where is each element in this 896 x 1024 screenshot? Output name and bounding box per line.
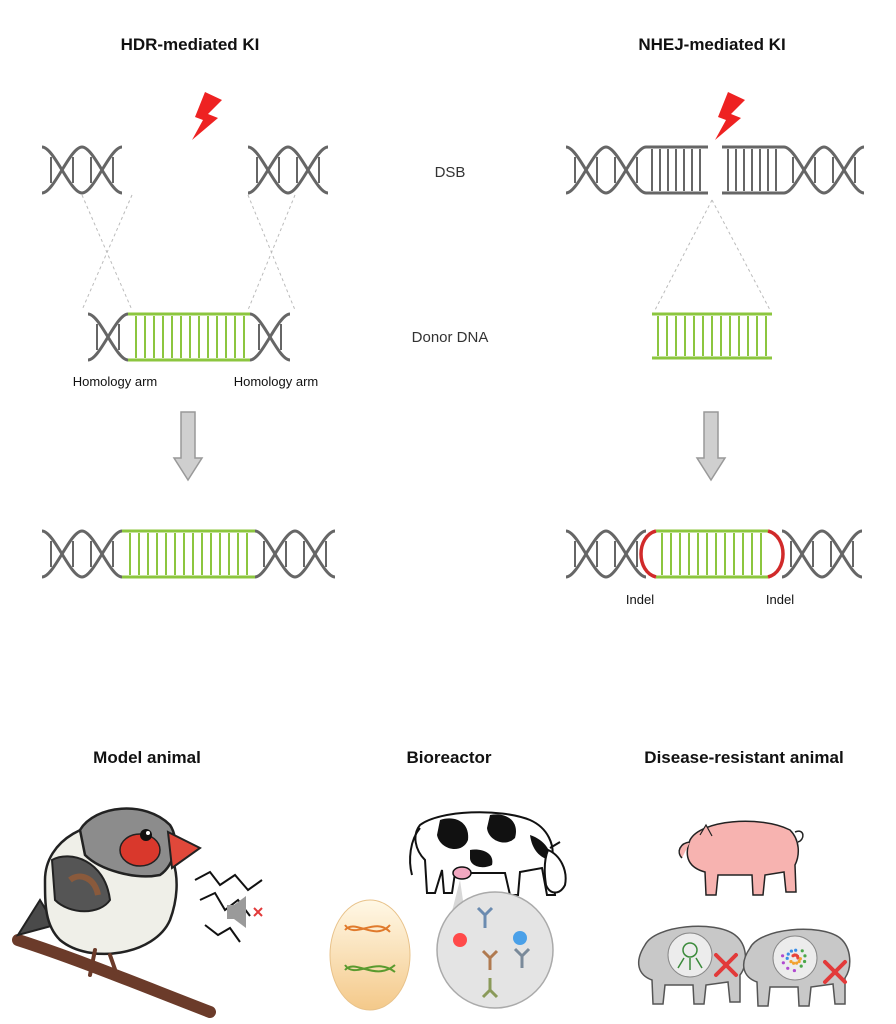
virus-dot (786, 966, 790, 970)
nhej-title: NHEJ-mediated KI (638, 35, 785, 54)
virus-dot (792, 968, 797, 973)
gray-pig-illustration-right (742, 928, 851, 1007)
virus-dot (791, 961, 796, 965)
down-arrow-icon (172, 411, 204, 482)
hdr-donor-dna (86, 312, 292, 362)
virus-dot (800, 949, 804, 953)
cow-illustration (409, 811, 567, 896)
dsb-label: DSB (435, 164, 466, 181)
hdr-result-dna (40, 529, 337, 579)
homology-arm-left-label: Homology arm (73, 374, 158, 389)
lightning-bolt-icon (715, 92, 745, 140)
protein-blob (453, 933, 467, 947)
red-x-icon (714, 953, 738, 977)
bioreactor-title: Bioreactor (406, 748, 491, 767)
disease-resistant-title: Disease-resistant animal (644, 748, 843, 767)
protein-blob (513, 931, 527, 945)
indel-left-label: Indel (626, 592, 654, 607)
zebra-finch-illustration (12, 807, 216, 1018)
lightning-bolt-icon (192, 92, 222, 140)
antibody-icon (481, 949, 499, 970)
virus-dot (789, 949, 794, 953)
dna-green (344, 964, 396, 973)
dna-orange (344, 924, 391, 933)
gray-pig-illustration-left (637, 925, 747, 1005)
donor-dna-label: Donor DNA (412, 329, 489, 346)
virus-dot (781, 961, 785, 965)
virus-dot (789, 960, 793, 964)
antibody-icon (476, 906, 494, 928)
virus-dot (803, 954, 807, 958)
virus-dot (798, 957, 802, 961)
virus-dot (791, 954, 795, 958)
virus-dot (795, 961, 799, 965)
nhej-donor-dna (652, 312, 772, 360)
virus-dot (780, 954, 785, 958)
magnifier-bubble (436, 891, 554, 1009)
red-x-icon (253, 907, 263, 917)
hdr-title: HDR-mediated KI (121, 35, 260, 54)
muted-speaker-icon (227, 896, 246, 928)
model-animal-title: Model animal (93, 748, 201, 767)
virus-icon (780, 948, 807, 973)
indel-right-label: Indel (766, 592, 794, 607)
hdr-broken-dna-right (246, 145, 330, 195)
antibody-icon (481, 978, 499, 999)
homology-arm-right-label: Homology arm (234, 374, 319, 389)
virus-dot (786, 952, 790, 956)
indel-left-mark (639, 529, 657, 579)
nhej-result-dna (564, 529, 864, 579)
red-x-icon (823, 960, 847, 984)
virus-bubble (772, 935, 818, 981)
down-arrow-icon (695, 411, 727, 482)
virus-dot (785, 956, 789, 960)
virus-icon (677, 942, 703, 970)
nhej-broken-dna-left (564, 145, 708, 195)
virus-dot (794, 948, 798, 952)
nhej-alignment-lines (654, 199, 771, 311)
pink-pig-illustration (678, 820, 804, 896)
nhej-broken-dna-right (722, 145, 866, 195)
virus-dot (799, 964, 803, 968)
hdr-broken-dna-left (40, 145, 124, 195)
donor-insert (128, 312, 250, 362)
antibody-icon (513, 947, 531, 968)
virus-dot (797, 959, 801, 964)
egg-illustration (329, 899, 411, 1011)
hdr-alignment-lines (81, 194, 296, 311)
virus-dot (802, 959, 807, 964)
virus-bubble (667, 932, 713, 978)
indel-right-mark (767, 529, 785, 579)
